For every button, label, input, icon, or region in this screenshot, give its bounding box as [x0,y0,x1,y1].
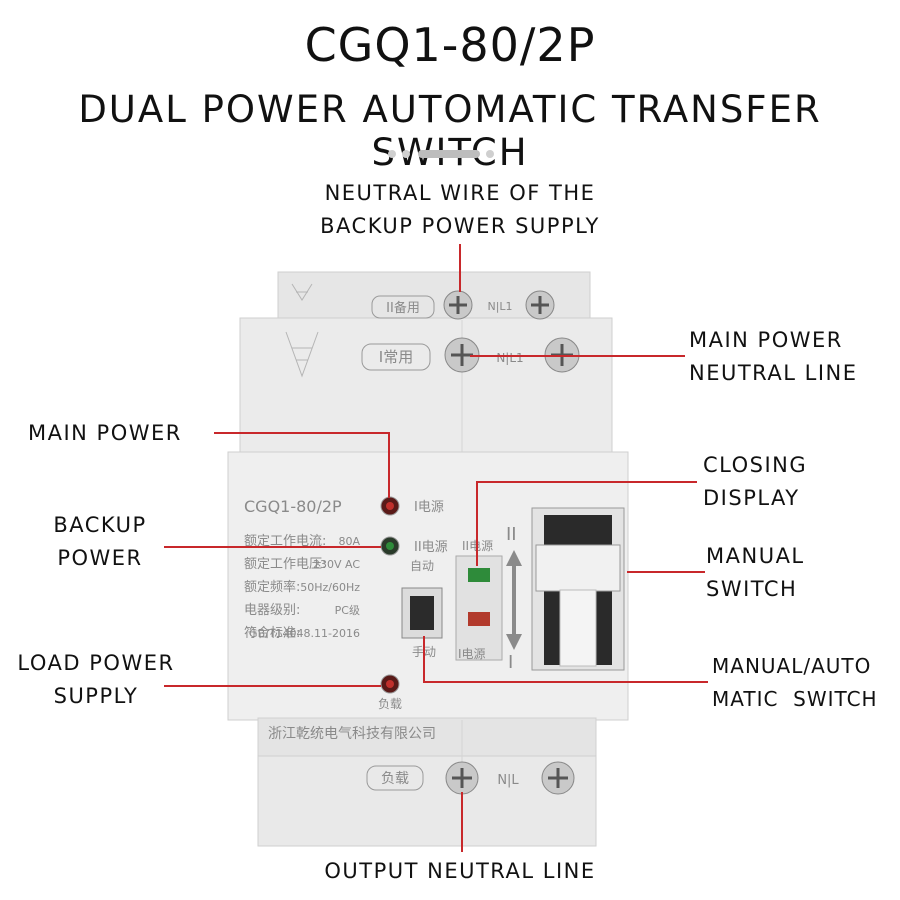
callout-line-1: MANUAL [706,544,805,568]
load-terminal-screws [445,761,575,795]
logo-mark-front [285,331,319,378]
company-strip [257,717,597,759]
backup-tag: II备用 [386,300,420,316]
page-title: CGQ1-80/2P [304,18,596,72]
callout-lines [164,244,708,852]
spec-value: 230V AC [313,558,360,571]
callout-line-1: LOAD POWER [17,651,175,675]
callout-line-1: OUTPUT NEUTRAL LINE [324,859,596,883]
closing-display [455,555,503,661]
backup-terminal-screws [443,290,555,320]
i-source-label: I电源 [414,500,444,515]
spec-value: PC级 [335,604,360,617]
divider-dot [486,150,494,158]
callout-backup-power: BACKUP POWER [30,509,170,575]
spec-value: GB/T14048.11-2016 [249,627,360,640]
callout-line-1: MAIN POWER [689,328,843,352]
spec-label: 额定工作电压: [244,557,326,572]
callout-backup-neutral: NEUTRAL WIRE OF THE BACKUP POWER SUPPLY [280,177,640,243]
callout-closing-display: CLOSING DISPLAY [703,449,807,515]
callout-manual-switch: MANUAL SWITCH [706,540,805,606]
callout-line-1: BACKUP [53,513,147,537]
spec-label: 符合标准: [244,625,300,641]
callout-line-1: MANUAL/AUTO [712,654,872,678]
main-module-top [239,317,613,459]
callout-line-1: MAIN POWER [28,421,182,445]
company-name: 浙江乾统电气科技有限公司 [268,726,436,742]
callout-manual-auto: MANUAL/AUTO MATIC SWITCH [712,650,878,716]
roman-i: I [508,652,513,673]
callout-line-2: BACKUP POWER SUPPLY [320,214,600,238]
logo-mark-back [291,283,313,301]
spec-value: 50Hz/60Hz [300,581,360,594]
nl1-label-backup: N|L1 [487,300,512,313]
callout-main-neutral: MAIN POWER NEUTRAL LINE [689,324,858,390]
load-led-label: 负载 [378,697,402,711]
divider-bar [418,150,480,158]
device-model: CGQ1-80/2P [244,497,342,516]
nl1-label-main: N|L1 [496,351,523,365]
callout-line-2: MATIC SWITCH [712,687,878,711]
callout-line-2: POWER [57,546,143,570]
callout-line-2: SWITCH [706,577,798,601]
page-subtitle: DUAL POWER AUTOMATIC TRANSFER SWITCH [78,88,822,174]
roman-ii: II [506,524,517,545]
callout-line-1: NEUTRAL WIRE OF THE [324,181,596,205]
load-tag: 负载 [381,771,409,787]
spec-value: 80A [338,535,360,548]
auto-label: 自动 [410,559,434,573]
callout-load-power: LOAD POWER SUPPLY [6,647,186,713]
callout-line-2: SUPPLY [53,684,139,708]
spec-label: 额定工作电流: [244,534,326,549]
manual-switch-handle[interactable] [535,544,621,592]
callout-output-neutral: OUTPUT NEUTRAL LINE [280,855,640,888]
divider-dot [388,150,396,158]
callout-line-2: DISPLAY [703,486,800,510]
divider-dot [402,150,410,158]
callout-line-2: NEUTRAL LINE [689,361,858,385]
load-module-bottom [257,755,597,847]
nl-label-load: N|L [497,773,519,788]
main-tag: I常用 [379,348,413,366]
spec-label: 电器级别: [244,603,300,618]
callout-main-power: MAIN POWER [28,417,182,450]
callout-line-1: CLOSING [703,453,808,477]
spec-label: 额定频率: [244,579,300,595]
i-source-display-label: I电源 [458,647,486,661]
ii-source-label: II电源 [414,540,448,555]
spec-table: 额定工作电流: 80A 额定工作电压:230V AC 额定频率:50Hz/60Hz电器… [244,534,360,641]
